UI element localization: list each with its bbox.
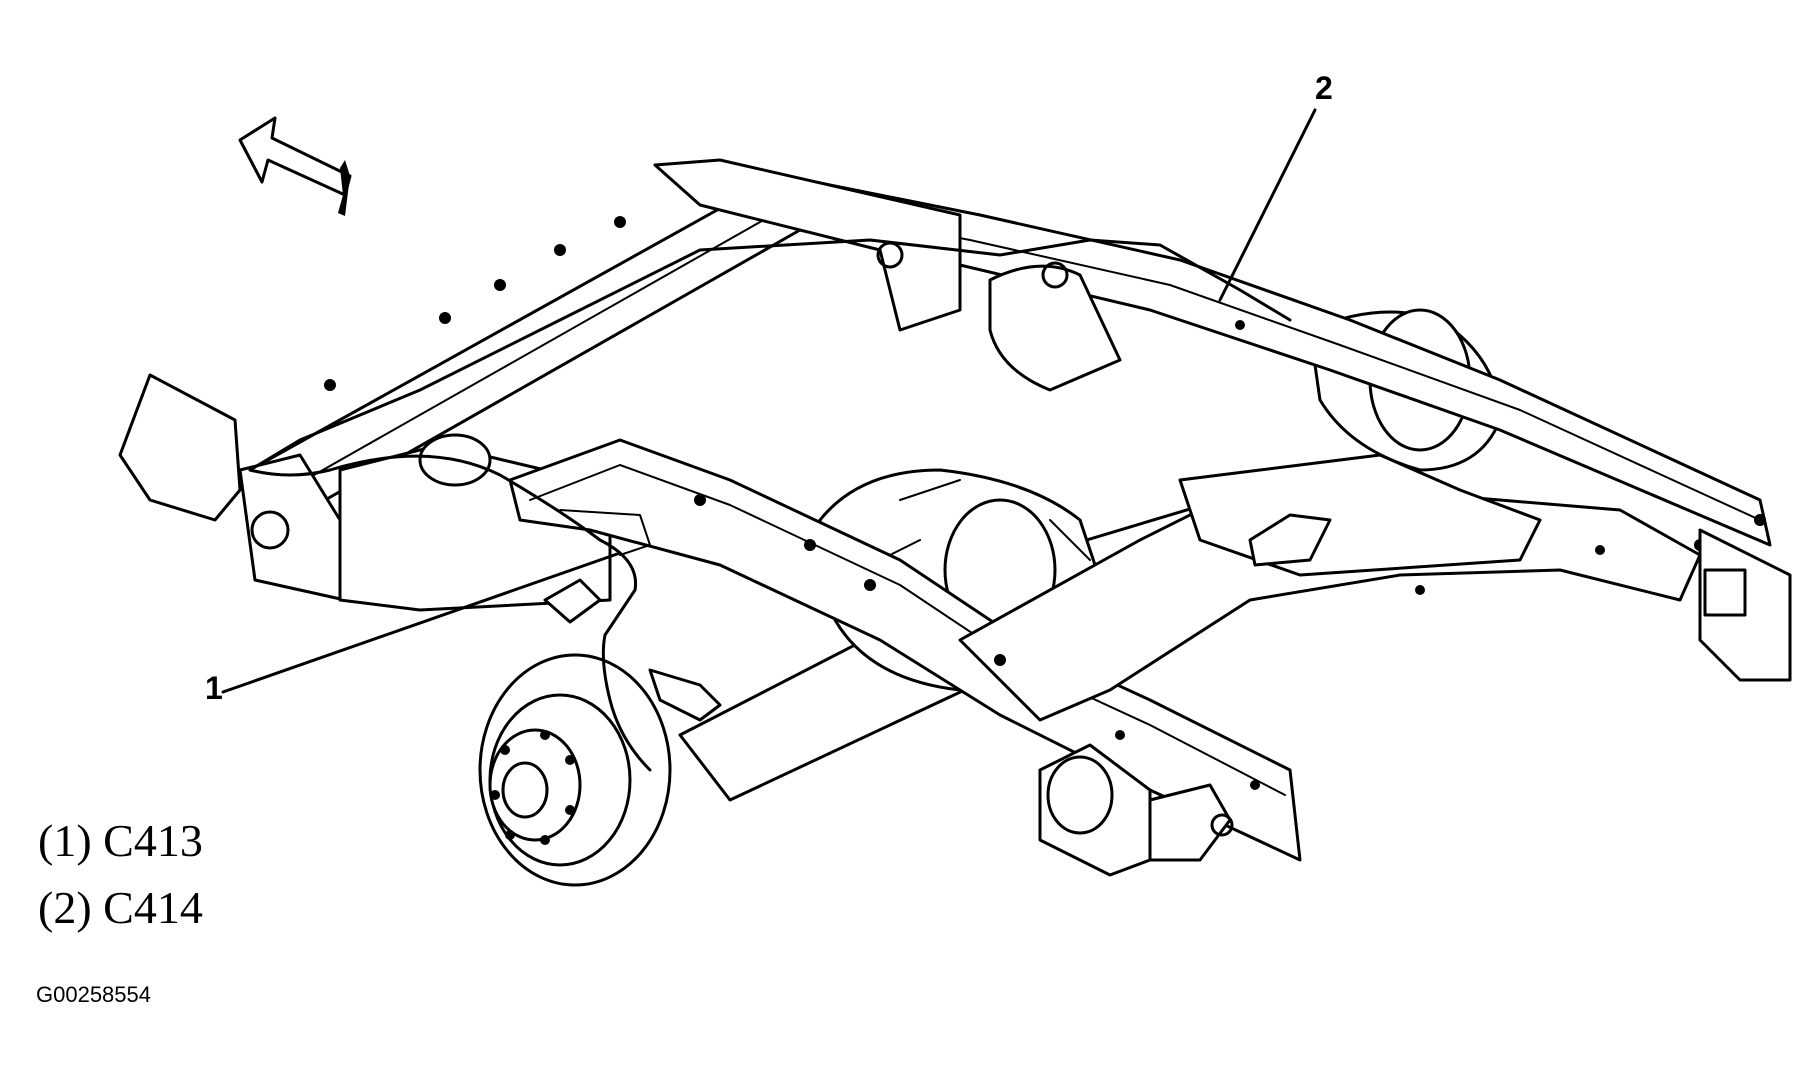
callout-label-2: 2: [1315, 70, 1333, 106]
legend-item-c414: (2) C414: [38, 882, 203, 933]
callout-leader-line-1: [221, 551, 622, 694]
rear-brake-rotor-hub: [478, 653, 722, 887]
legend-item-c413: (1) C413: [38, 815, 203, 866]
forward-direction-arrow-icon: [238, 116, 352, 216]
callout-leader-line-2: [1218, 108, 1317, 302]
leaf-spring-shackle: [1038, 743, 1234, 877]
wiring-harness: [248, 238, 1292, 772]
callout-label-1: 1: [205, 670, 223, 706]
left-frame-rail: [248, 158, 1772, 551]
figure-id: G00258554: [36, 982, 151, 1007]
